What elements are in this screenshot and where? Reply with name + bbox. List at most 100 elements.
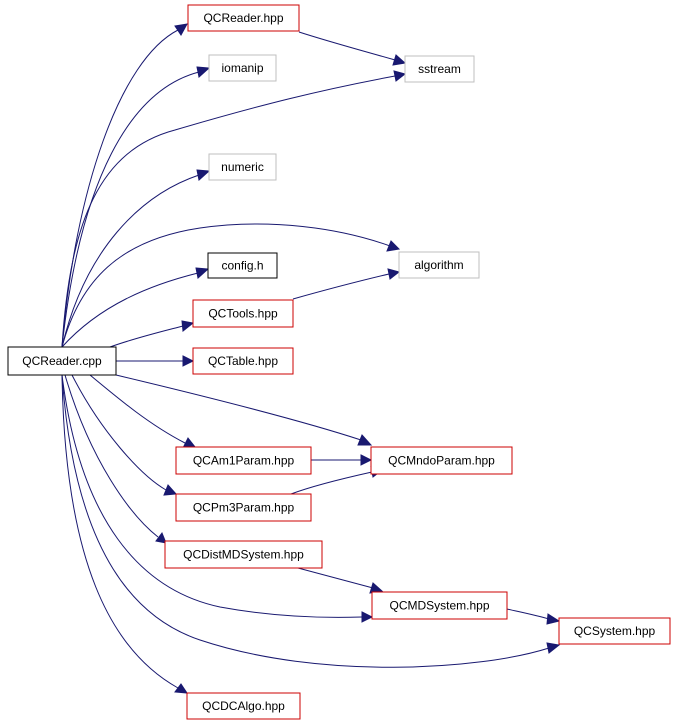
edge-qcreader_cpp-to-qctable_hpp bbox=[116, 355, 195, 367]
edge-qcreader_cpp-to-qcsystem_hpp bbox=[61, 374, 561, 668]
edge-qcreader_cpp-to-qcdcalgo_hpp bbox=[61, 374, 188, 694]
edge-line bbox=[506, 608, 550, 620]
edge-line bbox=[61, 272, 199, 348]
edge-qcreader_cpp-to-qcam1param_hpp bbox=[89, 374, 196, 449]
node-box bbox=[175, 446, 312, 475]
node-box bbox=[370, 446, 513, 475]
edge-line bbox=[292, 273, 390, 300]
node-box bbox=[164, 540, 323, 569]
node-label: config.h bbox=[221, 259, 263, 273]
node-box bbox=[558, 617, 671, 645]
node-sstream: sstream bbox=[404, 55, 475, 83]
edge-line bbox=[89, 374, 186, 444]
node-qcpm3param-hpp[interactable]: QCPm3Param.hpp bbox=[175, 493, 312, 522]
arrowhead-icon bbox=[387, 268, 401, 280]
edge-qcreader_cpp-to-iomanip bbox=[61, 66, 211, 348]
edge-qcreader_cpp-to-qcmndoparam_hpp bbox=[115, 374, 373, 446]
node-label: QCPm3Param.hpp bbox=[193, 501, 295, 515]
arrowhead-icon bbox=[360, 454, 373, 466]
edge-line bbox=[61, 29, 179, 348]
arrowhead-icon bbox=[386, 240, 401, 252]
edge-qcreader_cpp-to-qcdistmdsystem_hpp bbox=[64, 374, 167, 544]
arrowhead-icon bbox=[196, 169, 211, 181]
node-qcmdsystem-hpp[interactable]: QCMDSystem.hpp bbox=[371, 591, 508, 620]
node-qcdcalgo-hpp[interactable]: QCDCAlgo.hpp bbox=[186, 692, 301, 720]
node-label: QCDistMDSystem.hpp bbox=[183, 548, 304, 562]
node-box bbox=[208, 54, 277, 82]
edge-qcreader_cpp-to-config_h bbox=[61, 267, 210, 348]
edge-line bbox=[61, 374, 179, 689]
node-label: sstream bbox=[418, 62, 461, 76]
node-label: QCReader.hpp bbox=[203, 11, 283, 25]
edge-qcreader_cpp-to-qctools_hpp bbox=[109, 320, 195, 348]
node-numeric: numeric bbox=[208, 153, 277, 181]
node-box bbox=[398, 251, 480, 279]
edge-qcreader_cpp-to-sstream bbox=[61, 70, 407, 348]
node-label: algorithm bbox=[414, 258, 463, 272]
arrowhead-icon bbox=[174, 23, 188, 36]
edge-line bbox=[71, 374, 167, 491]
edge-line bbox=[61, 174, 200, 348]
node-box bbox=[208, 153, 277, 181]
node-box bbox=[371, 591, 508, 620]
node-qcsystem-hpp[interactable]: QCSystem.hpp bbox=[558, 617, 671, 645]
node-qcam1param-hpp[interactable]: QCAm1Param.hpp bbox=[175, 446, 312, 475]
node-label: QCAm1Param.hpp bbox=[193, 454, 295, 468]
edge-line bbox=[115, 374, 362, 441]
node-label: QCReader.cpp bbox=[22, 354, 102, 368]
arrowhead-icon bbox=[546, 613, 561, 625]
nodes-layer: QCReader.cpp QCReader.hpp sstream iomanip nu… bbox=[7, 4, 671, 720]
node-algorithm: algorithm bbox=[398, 251, 480, 279]
edge-line bbox=[298, 31, 396, 61]
node-qcdistmdsystem-hpp[interactable]: QCDistMDSystem.hpp bbox=[164, 540, 323, 569]
arrowhead-icon bbox=[155, 531, 167, 544]
node-qctable-hpp[interactable]: QCTable.hpp bbox=[192, 347, 294, 375]
edge-qcreader_hpp-to-sstream bbox=[298, 31, 407, 66]
node-label: QCMDSystem.hpp bbox=[389, 599, 489, 613]
edge-line bbox=[109, 325, 184, 348]
edge-qcdistmdsystem_hpp-to-qcmdsystem_hpp bbox=[297, 567, 384, 594]
edge-line bbox=[297, 567, 374, 589]
edges-layer bbox=[61, 23, 561, 694]
arrowhead-icon bbox=[163, 484, 178, 496]
arrowhead-icon bbox=[196, 66, 211, 78]
edge-qcreader_cpp-to-qcreader_hpp bbox=[61, 23, 188, 348]
node-label: QCTable.hpp bbox=[208, 354, 278, 368]
node-qcmndoparam-hpp[interactable]: QCMndoParam.hpp bbox=[370, 446, 513, 475]
edge-line bbox=[64, 374, 159, 538]
node-label: QCDCAlgo.hpp bbox=[202, 699, 285, 713]
node-iomanip: iomanip bbox=[208, 54, 277, 82]
node-qctools-hpp[interactable]: QCTools.hpp bbox=[192, 299, 294, 328]
edge-line bbox=[61, 223, 391, 348]
arrowhead-icon bbox=[357, 434, 373, 446]
edge-line bbox=[290, 471, 373, 495]
node-box bbox=[7, 346, 117, 376]
edge-qcreader_cpp-to-qcmdsystem_hpp bbox=[61, 374, 374, 623]
node-box bbox=[192, 299, 294, 328]
arrowhead-icon bbox=[361, 611, 374, 623]
node-box bbox=[175, 493, 312, 522]
node-box bbox=[187, 4, 300, 32]
node-qcreader-cpp[interactable]: QCReader.cpp bbox=[7, 346, 117, 376]
edge-line bbox=[61, 374, 363, 618]
arrowhead-icon bbox=[195, 267, 210, 279]
node-box bbox=[207, 252, 278, 279]
arrowhead-icon bbox=[181, 320, 195, 332]
node-box bbox=[192, 347, 294, 375]
edge-qcreader_cpp-to-numeric bbox=[61, 169, 211, 348]
node-qcreader-hpp[interactable]: QCReader.hpp bbox=[187, 4, 300, 32]
edge-line bbox=[61, 75, 396, 348]
node-config-h: config.h bbox=[207, 252, 278, 279]
arrowhead-icon bbox=[393, 70, 407, 82]
node-label: QCSystem.hpp bbox=[574, 624, 656, 638]
arrowhead-icon bbox=[174, 683, 188, 694]
arrowhead-icon bbox=[182, 355, 195, 367]
node-box bbox=[186, 692, 301, 720]
node-label: iomanip bbox=[221, 61, 263, 75]
edge-qcam1param_hpp-to-qcmndoparam_hpp bbox=[311, 454, 373, 466]
edge-qcreader_cpp-to-algorithm bbox=[61, 223, 401, 348]
node-label: QCMndoParam.hpp bbox=[388, 454, 495, 468]
node-label: QCTools.hpp bbox=[208, 307, 278, 321]
edge-qctools_hpp-to-algorithm bbox=[292, 268, 401, 300]
